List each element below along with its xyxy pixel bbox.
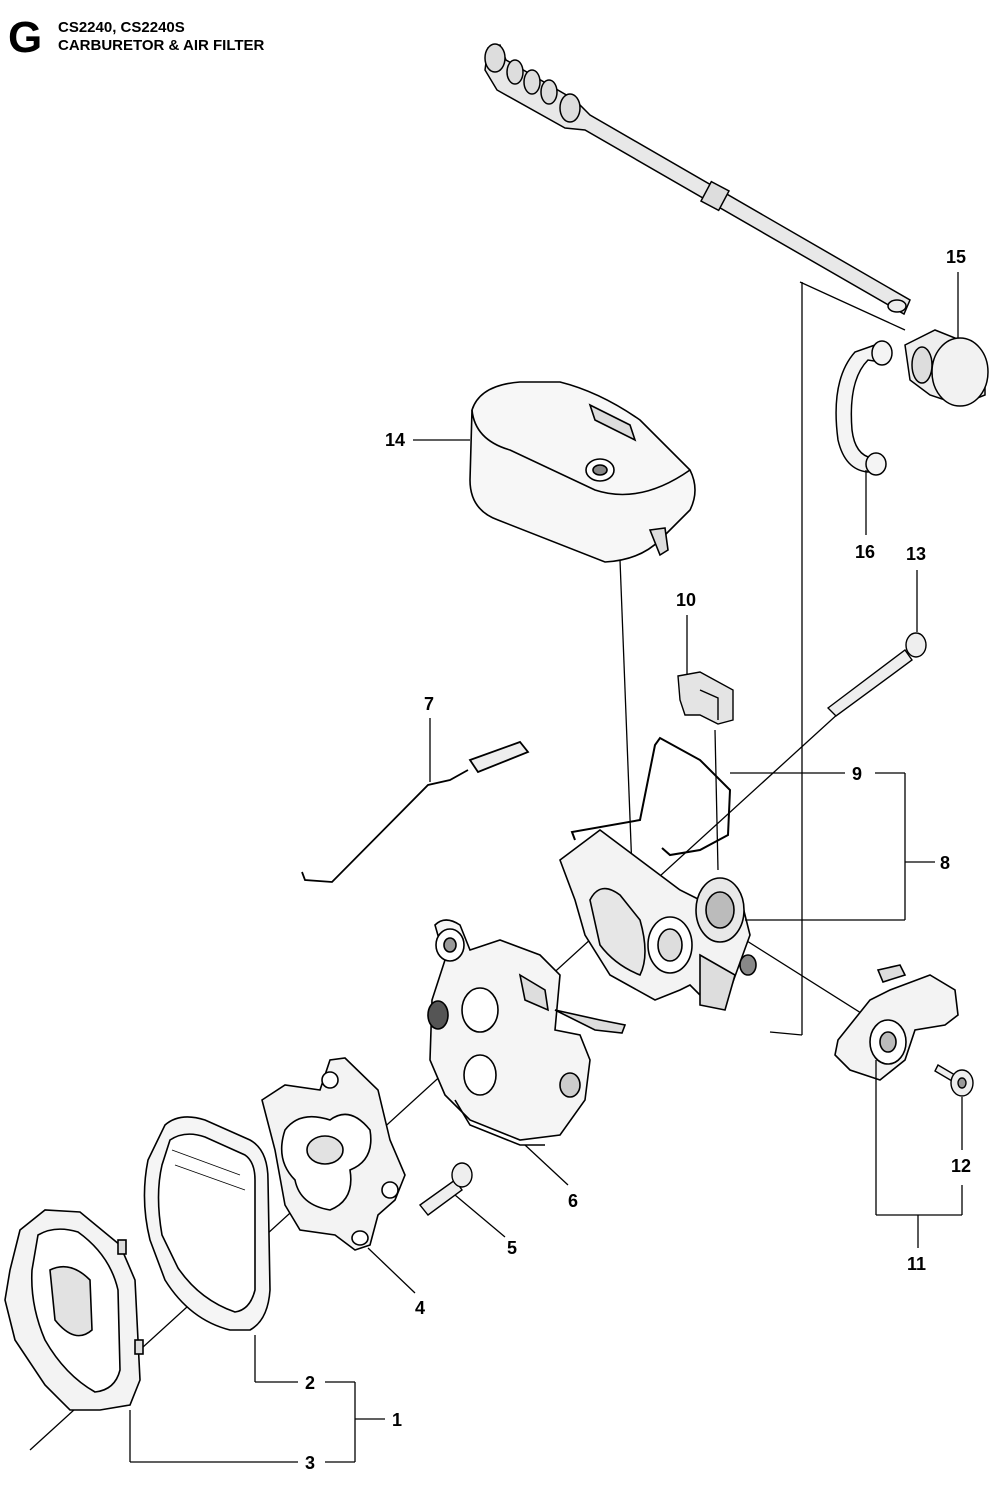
- part-long-screw: [826, 632, 927, 717]
- callout-10: 10: [676, 590, 696, 610]
- callout-2: 2: [305, 1373, 315, 1393]
- callout-12: 12: [951, 1156, 971, 1176]
- diagram-title: CARBURETOR & AIR FILTER: [58, 37, 265, 54]
- callout-3: 3: [305, 1453, 315, 1473]
- callout-14: 14: [385, 430, 405, 450]
- callout-6: 6: [568, 1191, 578, 1211]
- callout-4: 4: [415, 1298, 425, 1318]
- section-letter: G: [8, 13, 43, 62]
- callout-11: 11: [907, 1254, 926, 1274]
- callout-8: 8: [940, 853, 950, 873]
- callout-9: 9: [852, 764, 862, 784]
- part-intake-holder: [559, 829, 757, 1011]
- part-air-filter: [143, 1116, 271, 1331]
- model-numbers: CS2240, CS2240S: [58, 19, 185, 36]
- part-filter-holder: [4, 1209, 144, 1411]
- part-air-filter-cover: [469, 381, 696, 563]
- part-fuel-hose-primer: [484, 43, 989, 407]
- part-carburetor: [427, 919, 627, 1146]
- assembly-axis-lines: [29, 281, 906, 1451]
- part-choke-control: [834, 964, 959, 1081]
- leader-lines: [129, 272, 963, 1463]
- callout-7: 7: [424, 694, 434, 714]
- callout-15: 15: [946, 247, 966, 267]
- diagram-header: G CS2240, CS2240S CARBURETOR & AIR FILTE…: [6, 14, 406, 60]
- part-wire-link: [570, 736, 732, 857]
- callout-numbers: 1 2 3 4 5 6 7 8 9 10 11 12 13 14 15 16: [305, 247, 971, 1473]
- part-flange-screw: [418, 1162, 473, 1216]
- part-gasket-flange: [261, 1057, 406, 1251]
- part-small-screw: [934, 1064, 974, 1097]
- part-bracket: [677, 671, 734, 725]
- callout-13: 13: [906, 544, 926, 564]
- callout-5: 5: [507, 1238, 517, 1258]
- callout-1: 1: [392, 1410, 402, 1430]
- part-hose-clip: [835, 340, 893, 476]
- callout-16: 16: [855, 542, 875, 562]
- part-choke-rod: [301, 740, 530, 883]
